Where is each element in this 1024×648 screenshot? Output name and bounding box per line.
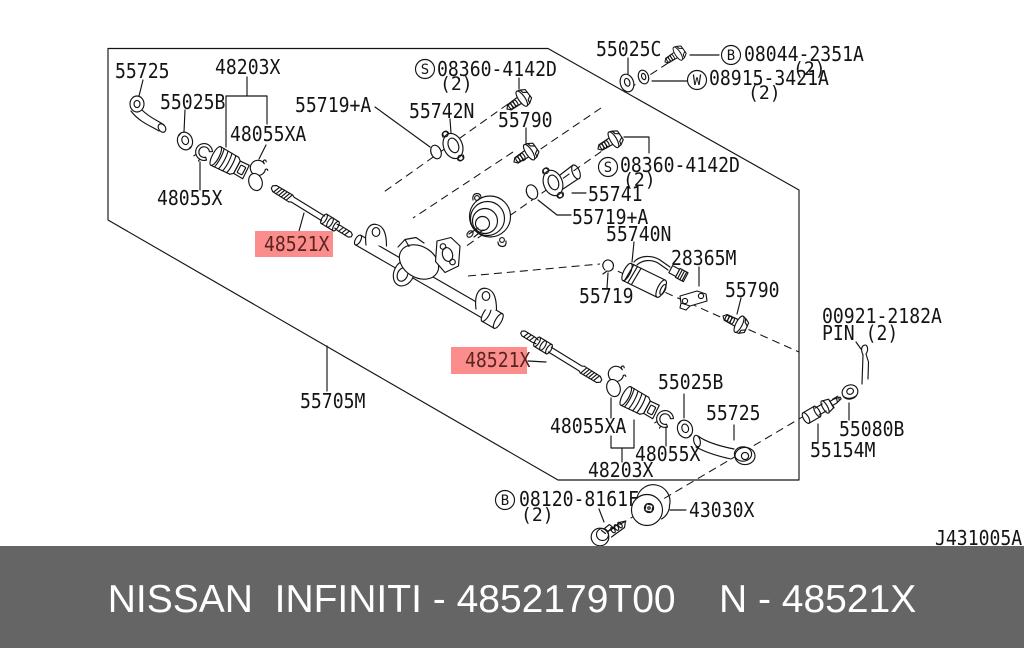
- part-label-08915-3421A: W 08915-3421A (2): [686, 66, 829, 104]
- part-label-28365M: 28365M: [671, 246, 736, 270]
- part-label-48055X-bottom: 48055X: [635, 442, 700, 466]
- quantity-label: (2): [440, 73, 473, 95]
- part-drawing-55741: [537, 163, 569, 203]
- part-label-08120-8161F: B 08120-8161F (2): [494, 487, 639, 526]
- part-label-00921-2182A: 00921-2182A: [822, 304, 942, 328]
- part-label-55742N: 55742N: [409, 99, 474, 123]
- part-label-43030X: 43030X: [689, 498, 754, 522]
- prefix-letter: S: [604, 160, 612, 176]
- part-drawing-48055X-bottom: [653, 408, 675, 431]
- part-drawing-55154M: [800, 396, 842, 425]
- diagram-outline: [107, 47, 800, 481]
- part-drawing-55025B-bottom: [674, 417, 696, 441]
- part-drawing-48203X-boot-top: [207, 144, 252, 183]
- quantity-label: (2): [793, 58, 826, 80]
- part-drawing-55725-bottom: [693, 434, 756, 466]
- part-label-48203X-bottom: 48203X: [588, 458, 653, 482]
- parts-diagram: 48521X 48521X 55725 55025B 48203X 48055X…: [107, 37, 1022, 546]
- part-drawing-cotter-pin: [861, 344, 870, 385]
- circled-letter-S-icon: [414, 58, 436, 80]
- part-label-55025C: 55025C: [596, 37, 661, 61]
- part-label-55025B-top: 55025B: [160, 90, 225, 114]
- leader-lines: [138, 54, 862, 523]
- part-label-55740N: 55740N: [606, 222, 671, 246]
- prefix-letter: B: [727, 48, 735, 64]
- part-label-48521X-top: 48521X: [264, 232, 329, 256]
- part-label-08044-2351A: B 08044-2351A (2): [720, 42, 864, 80]
- quantity-label: (2): [521, 504, 554, 526]
- part-label-55790-top: 55790: [498, 108, 553, 132]
- drawing-code: J431005A: [935, 526, 1022, 546]
- footer-bar: NISSAN INFINITI - 4852179T00 N - 48521X: [0, 546, 1024, 648]
- part-drawing-43030X: [630, 484, 671, 527]
- circled-letter-W-icon: [686, 69, 708, 91]
- circled-letter-S-icon: [597, 156, 619, 178]
- quantity-label: (2): [748, 82, 781, 104]
- part-label-55719A-right: 55719+A: [572, 205, 648, 229]
- part-drawing-55080B: [841, 384, 859, 400]
- part-number-text: 08044-2351A: [744, 42, 864, 66]
- part-label-55719A-top: 55719+A: [295, 93, 371, 117]
- part-drawing-55025B-top: [174, 129, 196, 153]
- part-label-48203X-top: 48203X: [215, 55, 280, 79]
- part-drawing-28365M: [679, 290, 708, 311]
- part-label-48055X-top: 48055X: [157, 186, 222, 210]
- part-drawing-08915-washer: [637, 69, 650, 85]
- part-number-text: 08915-3421A: [709, 66, 829, 90]
- part-label-pin-qty: PIN (2): [822, 321, 898, 345]
- part-drawing-55740N: [621, 255, 689, 298]
- part-label-55025B-bottom: 55025B: [658, 370, 723, 394]
- part-label-55725-bottom: 55725: [706, 401, 761, 425]
- part-label-55790-lower: 55790: [725, 278, 780, 302]
- part-drawing-55719A-oring-top: [430, 144, 442, 160]
- part-drawing-55719A-oring-right: [525, 184, 539, 200]
- part-drawing-08120-bolt: [590, 520, 627, 546]
- part-drawing-55742N: [437, 126, 469, 166]
- part-label-55154M: 55154M: [810, 438, 875, 462]
- part-drawing-55790-bolt-top: [508, 139, 542, 171]
- part-drawing-55705M-gear: [353, 192, 512, 330]
- footer-title: NISSAN INFINITI - 4852179T00 N - 48521X: [107, 577, 917, 621]
- circled-letter-B-icon: [720, 44, 742, 66]
- part-drawing-55025C: [619, 73, 635, 93]
- part-drawing-48521X-rod-bottom: [517, 326, 605, 387]
- highlight-48521X-top: [255, 231, 333, 257]
- part-drawing-circlip-top: [245, 159, 269, 193]
- highlight-48521X-bottom: [451, 347, 527, 374]
- circled-letter-B-icon: [494, 489, 516, 511]
- part-label-48521X-bottom: 48521X: [465, 348, 530, 372]
- part-label-08360-4142D-top: S 08360-4142D (2): [414, 57, 557, 95]
- part-label-55719: 55719: [579, 284, 634, 308]
- part-number-text: 08360-4142D: [620, 153, 740, 177]
- part-label-55725-top: 55725: [115, 59, 170, 83]
- part-label-55741: 55741: [588, 182, 643, 206]
- part-drawing-55725-top: [129, 95, 167, 133]
- part-drawing-55790-bolt-lower: [718, 307, 752, 337]
- part-drawing-55741-cone: [559, 164, 581, 190]
- part-label-08360-4142D-right: S 08360-4142D (2): [597, 153, 740, 191]
- part-number-text: 08120-8161F: [519, 487, 639, 511]
- quantity-label: (2): [623, 169, 656, 191]
- prefix-letter: S: [421, 62, 429, 78]
- prefix-letter: B: [501, 493, 509, 509]
- part-label-55705M: 55705M: [300, 389, 365, 413]
- part-label-48055XA-bottom: 48055XA: [550, 414, 626, 438]
- part-label-55080B: 55080B: [839, 417, 904, 441]
- prefix-letter: W: [693, 73, 702, 89]
- part-number-text: 08360-4142D: [437, 57, 557, 81]
- part-drawing-55719-clip: [602, 259, 615, 275]
- part-label-48055XA-top: 48055XA: [230, 122, 306, 146]
